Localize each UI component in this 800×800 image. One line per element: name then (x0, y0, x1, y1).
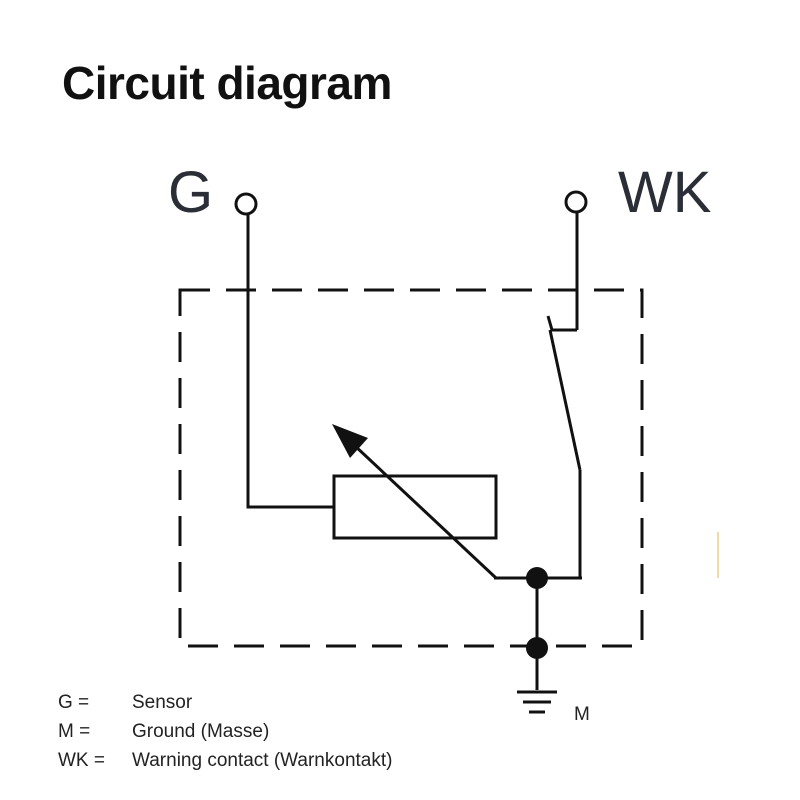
diagram-title: Circuit diagram (62, 57, 392, 109)
ground-terminal-node (526, 637, 548, 659)
legend-key: WK = (58, 750, 105, 771)
terminal-g (234, 192, 258, 216)
resistor-wiper-arrow (336, 428, 498, 580)
legend-value: Sensor (132, 692, 193, 713)
terminal-wk (564, 190, 588, 214)
sensor-housing-boundary (178, 288, 644, 648)
legend-value: Ground (Masse) (132, 721, 270, 742)
wire-g-to-resistor (246, 214, 334, 509)
legend-item-g: G = Sensor (58, 688, 392, 717)
warning-contact-hook (546, 315, 577, 332)
terminal-label-wk: WK (618, 160, 712, 225)
legend-key: G = (58, 692, 90, 713)
legend-item-wk: WK = Warning contact (Warnkontakt) (58, 746, 392, 775)
arrowhead-icon (332, 424, 368, 458)
legend-key: M = (58, 721, 91, 742)
terminal-label-g: G (168, 160, 213, 225)
ground-icon (517, 690, 557, 714)
warning-contact-switch (548, 329, 582, 471)
legend-item-m: M = Ground (Masse) (58, 717, 392, 746)
variable-resistor (332, 474, 498, 540)
ground-label-m: M (574, 704, 590, 725)
legend-value: Warning contact (Warnkontakt) (132, 750, 393, 771)
legend: G = Sensor M = Ground (Masse) WK = Warni… (58, 688, 392, 775)
